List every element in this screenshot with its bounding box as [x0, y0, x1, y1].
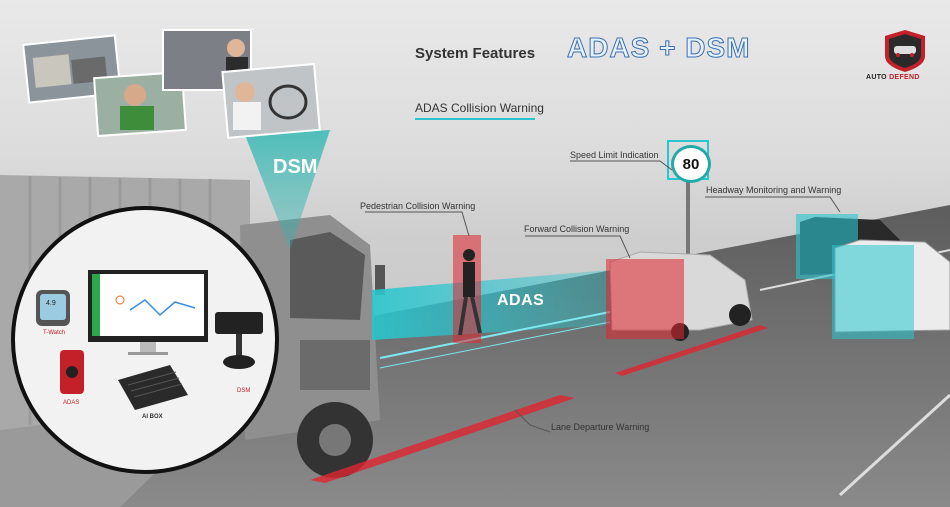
adas-beam-label: ADAS	[497, 292, 545, 309]
dsm-camera-device	[215, 312, 263, 334]
section-subtitle: ADAS Collision Warning	[415, 101, 544, 115]
label-ai-box: AI BOX	[142, 414, 163, 420]
label-speed-limit: Speed Limit Indication	[570, 150, 659, 160]
subtitle-underline	[415, 118, 535, 120]
label-lane-departure: Lane Departure Warning	[551, 422, 650, 432]
dsm-beam-label: DSM	[273, 156, 318, 178]
page-title: System Features	[415, 45, 536, 62]
dsm-beam	[245, 130, 330, 250]
truck-windshield	[290, 232, 365, 320]
label-pedestrian-warning: Pedestrian Collision Warning	[360, 201, 476, 211]
headline: ADAS + DSM	[566, 32, 751, 64]
label-t-watch: T-Watch	[43, 330, 66, 336]
t-watch-reading: 4.9	[46, 300, 56, 307]
ai-box-device	[118, 365, 188, 410]
truck-mirror	[375, 265, 385, 295]
label-headway-monitoring: Headway Monitoring and Warning	[706, 185, 842, 195]
headway-warning-box-2	[832, 245, 914, 339]
forward-warning-box	[606, 259, 684, 339]
label-adas-device: ADAS	[63, 400, 80, 406]
distracted-driver-photos	[22, 29, 321, 139]
truck-grille	[300, 340, 370, 390]
lane-departure-bar	[615, 325, 768, 376]
label-dsm-device: DSM	[237, 388, 251, 394]
adas-beam	[372, 270, 610, 340]
auto-defend-logo-icon	[885, 30, 925, 72]
speed-limit-sign: 80	[671, 145, 711, 183]
pedestrian	[463, 249, 475, 261]
lane-marking	[838, 393, 950, 497]
label-forward-collision: Forward Collision Warning	[524, 224, 630, 234]
brand-name: AUTO DEFEND	[866, 74, 920, 81]
sign-pole	[686, 178, 690, 258]
lane-departure-bar	[310, 395, 575, 483]
